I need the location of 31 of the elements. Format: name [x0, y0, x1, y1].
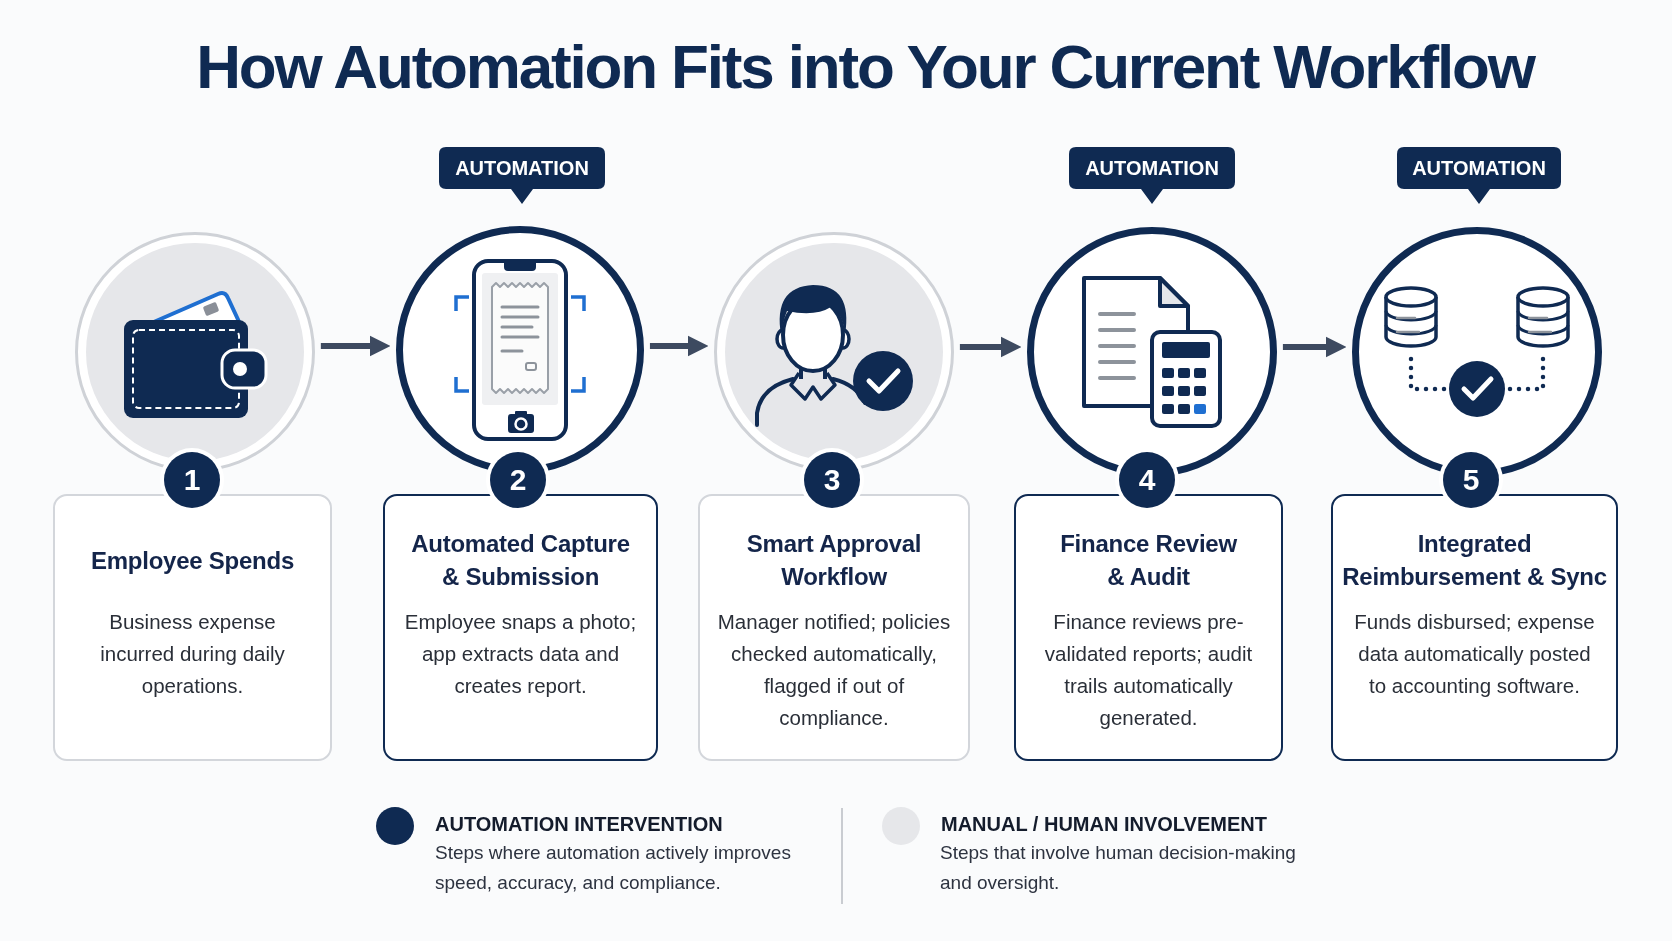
card-description: Manager notified; policies checked automatically, flagged if out of compliance. — [716, 609, 952, 731]
arrow — [649, 335, 709, 357]
legend-description: Steps that involve human decision-making and oversight. — [940, 841, 1297, 895]
automation-callout: AUTOMATION — [439, 147, 605, 204]
step-number: 4 — [1119, 452, 1175, 508]
card-title: Finance Review & Audit — [1059, 529, 1238, 592]
legend-description: Steps where automation actively improves speed, accuracy, and compliance. — [435, 841, 792, 895]
card-description: Employee snaps a photo; app extracts data and creates report. — [403, 609, 638, 699]
card-title: Employee Spends — [90, 545, 295, 576]
card-description: Funds disbursed; expense data automatically posted to accounting software. — [1353, 609, 1596, 699]
title: How Automation Fits into Your Current Workflow — [196, 31, 1534, 103]
arrow — [320, 335, 391, 357]
arrow — [1282, 336, 1347, 358]
legend-label: AUTOMATION INTERVENTION — [435, 812, 723, 837]
step-number: 1 — [164, 452, 220, 508]
step-card — [1331, 494, 1618, 761]
automation-callout: AUTOMATION — [1397, 147, 1561, 204]
card-title: Automated Capture & Submission — [410, 529, 631, 592]
step-card — [1014, 494, 1283, 761]
automation-callout: AUTOMATION — [1069, 147, 1235, 204]
card-description: Finance reviews pre-validated reports; audit trails automatically generated. — [1043, 609, 1254, 731]
step-number: 5 — [1443, 452, 1499, 508]
legend-label: MANUAL / HUMAN INVOLVEMENT — [941, 812, 1267, 837]
step-card — [698, 494, 970, 761]
card-title: Integrated Reimbursement & Sync — [1341, 529, 1608, 592]
card-title: Smart Approval Workflow — [745, 529, 923, 592]
card-description: Business expense incurred during daily operations. — [99, 609, 286, 699]
step-card — [383, 494, 658, 761]
step-number: 3 — [804, 452, 860, 508]
step-card — [53, 494, 332, 761]
arrow — [959, 336, 1022, 358]
